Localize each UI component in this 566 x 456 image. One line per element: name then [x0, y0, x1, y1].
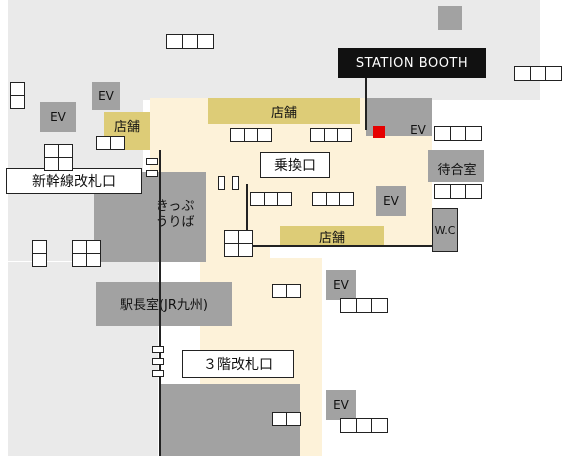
ev-label-right-1: EV [333, 278, 349, 292]
seat [545, 66, 562, 81]
seat [355, 418, 373, 433]
booth-pointer-line [365, 78, 367, 130]
ev-center-block [376, 186, 406, 216]
seat [337, 128, 352, 142]
wall-bottom-horizontal [246, 245, 432, 247]
ev-label-left: EV [50, 110, 66, 124]
seat [355, 298, 373, 313]
wc-room [432, 208, 458, 252]
seats-transfer-grid [224, 230, 254, 257]
wc-label: W.C [434, 223, 456, 237]
shinkansen-gate-marker-2 [146, 170, 158, 177]
third-floor-gate-marker [152, 346, 164, 353]
seat [166, 34, 183, 49]
seats-left-grid [44, 144, 74, 171]
waiting-room [428, 150, 484, 182]
seats-left-grid-2 [72, 240, 102, 267]
station-master-label: 駅長室(JR九州) [119, 297, 208, 313]
shop-top-label: 店舗 [270, 105, 297, 121]
ev-label-center: EV [383, 194, 399, 208]
shop-top [208, 98, 360, 124]
third-floor-gate-marker-2 [152, 358, 164, 365]
ev-left-block [40, 102, 76, 132]
seat [529, 66, 547, 81]
seats-waiting [434, 184, 482, 199]
seat [514, 66, 531, 81]
ev-label-upper-left: EV [98, 89, 114, 103]
seat [339, 192, 354, 206]
seat [371, 418, 388, 433]
seats-center-right [312, 192, 354, 206]
shop-left-label: 店舗 [113, 119, 140, 135]
top-right-block [438, 6, 462, 30]
seats-shop-top-left [230, 128, 272, 142]
ev-label-booth: EV [410, 123, 426, 137]
seat [371, 298, 388, 313]
seat [465, 184, 482, 199]
ticket-office-label: きっぷ うりば [155, 199, 195, 230]
seats-left-small-2 [32, 240, 47, 267]
transfer-gate-callout: 乗換口 [260, 152, 330, 178]
shop-bottom [280, 226, 384, 246]
seats-ev-right-2 [340, 418, 388, 433]
seat [85, 252, 101, 267]
shop-bottom-label: 店舗 [318, 230, 345, 246]
transfer-gate-marker-2 [232, 176, 239, 190]
seat [32, 252, 47, 267]
seat [109, 136, 125, 150]
wall-transfer-vertical [246, 184, 248, 246]
ev-right-block-2 [326, 390, 356, 420]
seat [285, 412, 301, 426]
seat [181, 34, 199, 49]
seat [197, 34, 214, 49]
ev-right-block-1 [326, 270, 356, 300]
seats-shop-top-right [310, 128, 352, 142]
seat [434, 184, 451, 199]
seats-pair-middle [272, 284, 301, 298]
seats-center-left [250, 192, 292, 206]
booth-marker [373, 126, 385, 138]
station-booth-label: STATION BOOTH [338, 48, 486, 78]
seat [277, 192, 292, 206]
seat [449, 126, 467, 141]
seat [465, 126, 482, 141]
third-floor-gate-marker-3 [152, 370, 164, 377]
seat [257, 128, 272, 142]
shinkansen-gate-marker [146, 158, 158, 165]
waiting-room-label: 待合室 [437, 162, 477, 178]
seat [340, 418, 357, 433]
seats-ev-right-1 [340, 298, 388, 313]
ev-upper-left-block [92, 82, 120, 110]
seat [434, 126, 451, 141]
third-floor-gate-callout: ３階改札口 [182, 350, 294, 378]
seat [237, 242, 253, 257]
seats-pair-lower [272, 412, 301, 426]
seat [449, 184, 467, 199]
wall-left-vertical [159, 150, 161, 456]
shinkansen-gate-callout: 新幹線改札口 [6, 168, 142, 194]
seat [57, 156, 73, 171]
seats-shop-left [96, 136, 125, 150]
seats-right-top [514, 66, 562, 81]
ev-label-right-2: EV [333, 398, 349, 412]
station-master-room [96, 282, 232, 326]
seat [340, 298, 357, 313]
seats-ev-right [434, 126, 482, 141]
seats-left-small-1 [10, 82, 25, 109]
seat [10, 94, 25, 109]
seats-top [166, 34, 214, 49]
transfer-gate-marker [218, 176, 225, 190]
seat [285, 284, 301, 298]
